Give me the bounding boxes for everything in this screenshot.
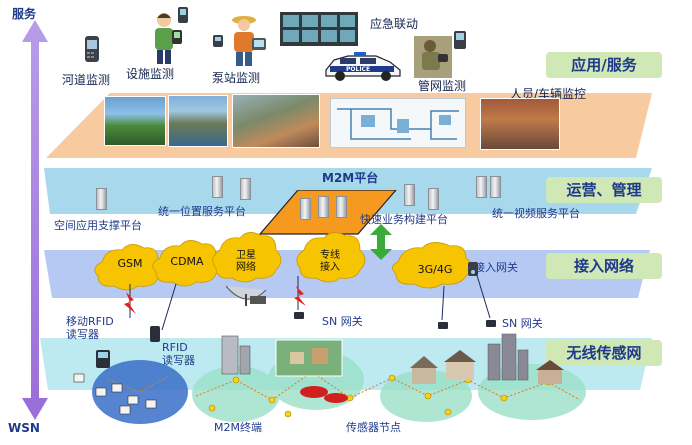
label-sensor-node: 传感器节点: [346, 421, 401, 434]
rfid-zone: [92, 360, 188, 424]
layer-title-ops: 运营、管理: [546, 177, 662, 203]
city-buildings-icon: [487, 333, 529, 381]
police-car-icon: [325, 52, 401, 81]
server-icon: [300, 198, 311, 220]
vertical-axis: [22, 20, 48, 420]
label-rfid: RFID 读写器: [162, 341, 195, 367]
server-icon: [404, 184, 415, 206]
handheld-icon: [178, 7, 188, 23]
photo-pump-site: [232, 94, 320, 148]
label-access-gateway: 接入网关: [474, 261, 518, 274]
server-icon: [336, 196, 347, 218]
cloud-cdma: CDMA: [170, 255, 204, 268]
pipe-schematic-drawing: [337, 108, 459, 140]
label-m2m-terminal: M2M终端: [214, 421, 262, 434]
layer-title-sensor: 无线传感网: [546, 340, 662, 366]
server-icon: [490, 176, 501, 198]
sensor-cluster: [192, 366, 280, 422]
m2m-tower-icon: [221, 335, 239, 375]
rfid-reader-icon: [150, 326, 160, 342]
inspector-figure-icon: [155, 13, 182, 64]
label-sn-gateway-2: SN 网关: [502, 317, 543, 330]
platform-video: 统一视频服务平台: [492, 207, 580, 220]
phone-icon: [85, 36, 99, 62]
label-pump: 泵站监测: [212, 71, 261, 85]
photo-pipe-schematic: [330, 98, 466, 148]
cloud-satellite: 卫星 网络: [236, 250, 256, 273]
label-facility: 设施监测: [126, 67, 175, 81]
sn-gateway-icon: [294, 312, 496, 329]
platform-m2m: M2M平台: [322, 171, 379, 185]
cloud-gsm: GSM: [117, 257, 143, 270]
label-river: 河道监测: [62, 73, 111, 87]
small-device-icon: [213, 35, 223, 47]
label-person-vehicle: 人员/车辆监控: [510, 87, 587, 101]
label-pipe: 管网监测: [418, 79, 467, 93]
photo-dam: [168, 95, 228, 147]
platform-spatial: 空间应用支撑平台: [54, 219, 142, 232]
server-icon: [240, 178, 251, 200]
rfid-reader-icon: [96, 350, 110, 368]
server-icon: [428, 188, 439, 210]
house-icon: [410, 350, 476, 384]
label-mobile-rfid: 移动RFID 读写器: [66, 315, 114, 341]
cloud-3g4g: 3G/4G: [417, 263, 453, 276]
server-icon: [476, 176, 487, 198]
control-room-monitors: [280, 12, 358, 46]
police-text: POLICE: [346, 66, 371, 73]
double-arrow-icon: [370, 224, 392, 260]
platform-location: 统一位置服务平台: [158, 205, 246, 218]
car-icon: [300, 386, 348, 403]
house-icon: [536, 360, 564, 384]
pump-worker-figure-icon: [232, 16, 266, 66]
gateway-device-icon: [468, 262, 478, 276]
cloud-leased-line: 专线 接入: [320, 250, 340, 273]
photo-river: [104, 96, 166, 146]
pda-icon: [454, 31, 466, 49]
axis-top-label: 服务: [12, 7, 37, 21]
soldier-figure-icon: [414, 36, 452, 78]
label-sn-gateway-1: SN 网关: [322, 315, 363, 328]
server-icon: [318, 196, 329, 218]
server-icon: [212, 176, 223, 198]
photo-pipeline-workers: [480, 98, 560, 150]
axis-bottom-label: WSN: [8, 421, 40, 435]
platform-fast-biz: 快速业务构建平台: [360, 213, 448, 226]
label-emergency: 应急联动: [370, 17, 419, 31]
layer-title-access: 接入网络: [546, 253, 662, 279]
village-photo: [275, 339, 343, 377]
layer-title-app: 应用/服务: [546, 52, 662, 78]
server-icon: [96, 188, 107, 210]
satellite-dish-icon: [225, 285, 267, 306]
